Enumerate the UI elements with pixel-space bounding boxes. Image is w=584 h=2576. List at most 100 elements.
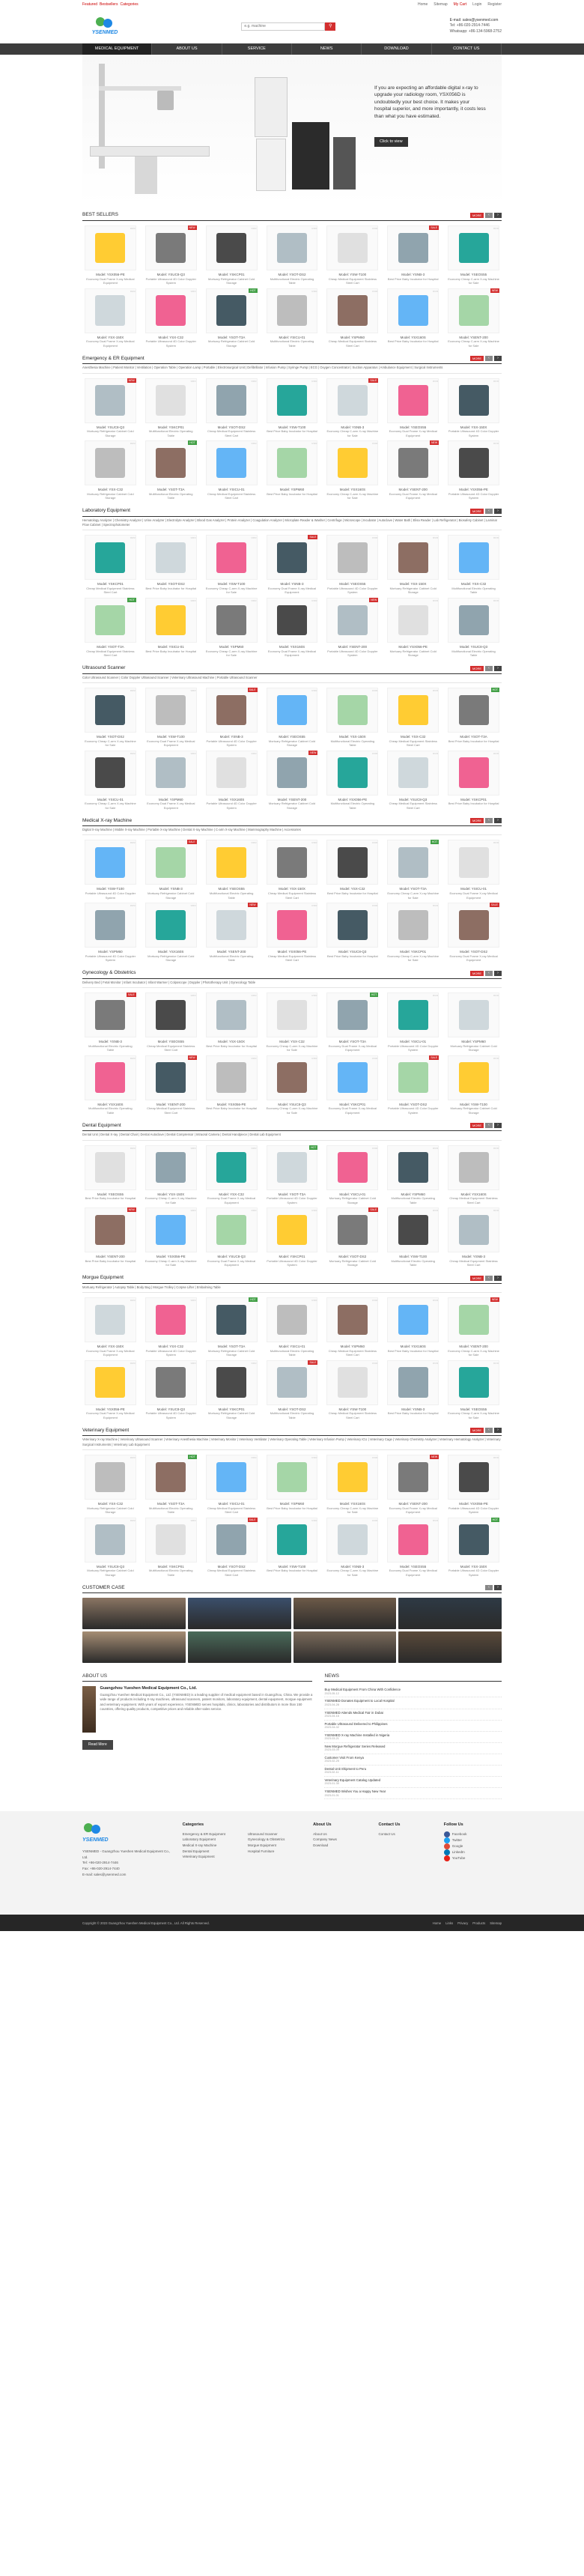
product-model[interactable]: Model: YSEOS55: [157, 1040, 184, 1044]
social-link[interactable]: YouTube: [443, 1855, 502, 1861]
product-image[interactable]: [85, 1207, 136, 1253]
product-model[interactable]: Model: YSX-150X: [97, 1345, 124, 1349]
product-model[interactable]: Model: YSOT-DS2: [399, 1102, 428, 1106]
subcategory-links[interactable]: Color Ultrasound Scanner | Color Doppler…: [82, 674, 502, 683]
product-model[interactable]: Model: YSOT-T3A: [338, 1040, 367, 1044]
compare-icons[interactable]: ○○○: [432, 378, 439, 383]
compare-icons[interactable]: ○○○: [251, 1208, 257, 1213]
footer-category-link[interactable]: Medical X-ray Machine: [182, 1843, 217, 1847]
product-image[interactable]: [85, 1297, 136, 1343]
footer-about-link[interactable]: Download: [313, 1843, 329, 1847]
compare-icons[interactable]: ○○○: [190, 1518, 196, 1522]
compare-icons[interactable]: ○○○: [190, 536, 196, 540]
product-image[interactable]: [387, 535, 439, 581]
product-model[interactable]: Model: YSX160S: [400, 335, 426, 339]
product-model[interactable]: Model: YSX-150X: [218, 1040, 245, 1044]
product-model[interactable]: Model: YSX-C32: [340, 887, 365, 891]
product-model[interactable]: Model: YSW-T100: [338, 273, 367, 276]
topbar-account-link[interactable]: Sitemap: [434, 1, 448, 7]
product-model[interactable]: Model: YSX-C32: [460, 582, 487, 587]
product-image[interactable]: [266, 840, 318, 885]
compare-icons[interactable]: ○○○: [190, 1360, 196, 1365]
product-model[interactable]: Model: YSEOS55: [400, 1564, 427, 1569]
news-title[interactable]: YSENMED X-ray Machine Installed in Niger…: [324, 1733, 390, 1737]
compare-icons[interactable]: ○○○: [432, 1145, 439, 1150]
product-image[interactable]: [145, 992, 197, 1038]
subcategory-links[interactable]: Digital X-ray Machine | Mobile X-ray Mac…: [82, 826, 502, 836]
product-image[interactable]: [266, 378, 318, 423]
product-model[interactable]: Model: YSX-C32: [158, 335, 183, 339]
more-button[interactable]: MORE: [470, 1123, 484, 1129]
product-model[interactable]: Model: YSOT-DS2: [217, 425, 246, 429]
footer-contact-link[interactable]: Contact Us: [378, 1831, 395, 1836]
footer-about-link[interactable]: About Us: [313, 1831, 327, 1836]
product-image[interactable]: [205, 1517, 258, 1563]
product-image[interactable]: [387, 750, 439, 795]
compare-icons[interactable]: ○○○: [130, 441, 136, 446]
product-model[interactable]: Model: YSOT-DS2: [278, 273, 306, 276]
product-image[interactable]: [266, 1145, 318, 1190]
product-model[interactable]: Model: YSX160S: [460, 1192, 487, 1196]
compare-icons[interactable]: ○○○: [311, 1455, 317, 1459]
compare-icons[interactable]: ○○○: [190, 598, 196, 603]
compare-icons[interactable]: ○○○: [130, 1455, 136, 1459]
nav-item[interactable]: Medical Equipment: [82, 43, 153, 55]
product-model[interactable]: Model: YSOT-T3A: [217, 1345, 246, 1349]
product-image[interactable]: [266, 687, 318, 733]
product-image[interactable]: [85, 598, 136, 643]
product-image[interactable]: [85, 225, 136, 270]
subcategory-links[interactable]: Hematology Analyzer | Chemistry Analyzer…: [82, 517, 502, 531]
product-model[interactable]: Model: YSW-T100: [156, 734, 185, 739]
product-image[interactable]: [145, 1297, 197, 1343]
news-item[interactable]: Portable Ultrasound Delivered to Philipp…: [324, 1721, 502, 1732]
topbar-account-link[interactable]: Home: [417, 1, 428, 7]
product-model[interactable]: Model: YSKCP01: [157, 425, 184, 429]
product-model[interactable]: Model: YSX160S: [279, 645, 305, 649]
product-model[interactable]: Model: YSNB-3: [401, 1407, 425, 1411]
product-image[interactable]: [266, 992, 318, 1038]
product-image[interactable]: [205, 378, 258, 423]
product-model[interactable]: Model: YSENT-200: [398, 1501, 428, 1506]
compare-icons[interactable]: ○○○: [432, 688, 439, 692]
product-image[interactable]: [448, 288, 499, 333]
product-image[interactable]: [448, 1517, 499, 1563]
product-model[interactable]: Model: YSPM60: [279, 1501, 305, 1506]
compare-icons[interactable]: ○○○: [130, 751, 136, 755]
product-model[interactable]: Model: YSX-C32: [97, 1501, 124, 1506]
product-image[interactable]: [387, 903, 439, 948]
product-image[interactable]: [448, 1360, 499, 1405]
product-image[interactable]: [448, 1297, 499, 1343]
product-image[interactable]: [266, 1055, 318, 1100]
banner-cta-button[interactable]: Click to view: [374, 137, 408, 147]
compare-icons[interactable]: ○○○: [251, 1455, 257, 1459]
more-button[interactable]: MORE: [470, 970, 484, 976]
product-model[interactable]: Model: YSPM60: [461, 1040, 486, 1044]
product-image[interactable]: [448, 687, 499, 733]
product-image[interactable]: [145, 535, 197, 581]
product-image[interactable]: [326, 535, 379, 581]
prev-arrow-icon[interactable]: ‹: [485, 970, 493, 976]
product-model[interactable]: Model: YSUC8-Q3: [156, 1407, 185, 1411]
compare-icons[interactable]: ○○○: [372, 536, 378, 540]
